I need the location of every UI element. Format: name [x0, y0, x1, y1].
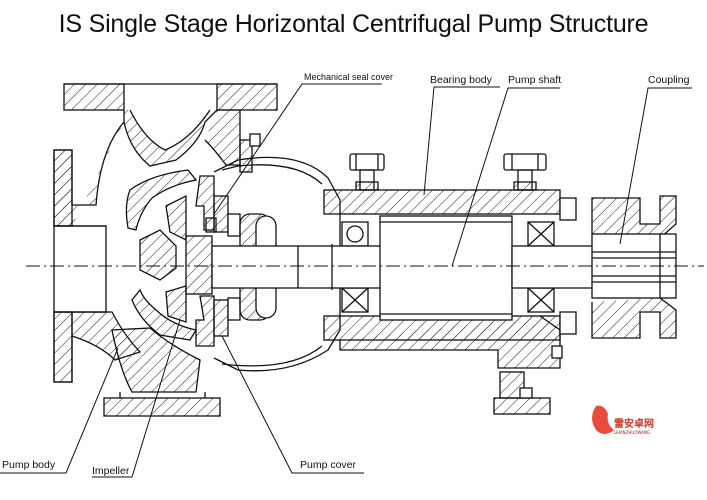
rear-bearing	[527, 221, 555, 313]
oil-cup-front	[349, 153, 385, 191]
pump-shaft	[211, 215, 597, 321]
leader-pump-body	[0, 347, 119, 474]
label-mechanical-seal-cover: Mechanical seal cover	[304, 72, 393, 82]
leader-coupling	[619, 87, 692, 245]
watermark-text: 雷安卓网	[614, 417, 654, 430]
watermark: 雷安卓网 LEIANZHUOWANG	[592, 405, 654, 435]
leader-bearing-body	[423, 86, 500, 196]
leader-pump-shaft	[451, 87, 560, 267]
leader-pump-cover	[221, 335, 364, 474]
watermark-subtext: LEIANZHUOWANG	[614, 430, 650, 435]
front-bearing	[341, 221, 369, 313]
pump-body-casing	[53, 83, 278, 417]
oil-cup-rear	[503, 153, 547, 191]
leader-impeller	[92, 319, 181, 478]
watermark-logo-icon	[592, 405, 614, 434]
bearing-body	[323, 189, 577, 415]
impeller	[125, 169, 213, 341]
mechanical-seal	[205, 195, 241, 337]
label-bearing-body: Bearing body	[430, 74, 493, 86]
leader-mechanical-seal-cover	[213, 83, 382, 215]
coupling	[591, 195, 677, 339]
label-pump-body: Pump body	[2, 459, 56, 471]
label-impeller: Impeller	[92, 465, 130, 477]
label-pump-cover: Pump cover	[300, 459, 357, 471]
diagram-title: IS Single Stage Horizontal Centrifugal P…	[58, 10, 649, 38]
label-pump-shaft: Pump shaft	[508, 74, 561, 86]
label-coupling: Coupling	[648, 74, 690, 86]
